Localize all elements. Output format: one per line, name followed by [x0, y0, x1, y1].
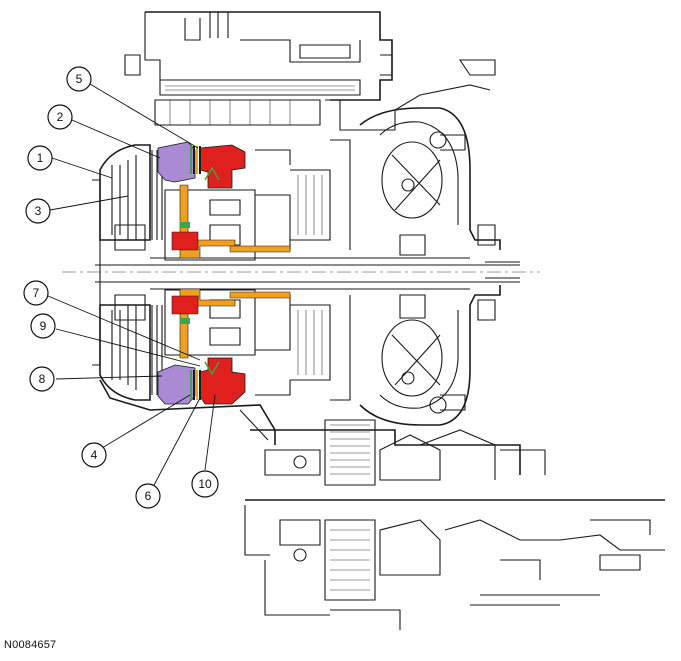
callout-3: 3: [25, 198, 51, 224]
leader-2: [71, 119, 161, 159]
orange-shaft-band: [229, 245, 291, 253]
callout-5: 5: [66, 66, 92, 92]
leader-9: [55, 328, 201, 367]
upper-housing: [124, 11, 496, 131]
callout-6: 6: [135, 483, 161, 509]
callout-5-label: 5: [76, 72, 83, 86]
orange-shaft-band-lower: [229, 291, 291, 299]
callout-10-label: 10: [198, 477, 212, 491]
upper-clutch-plates: [190, 146, 201, 174]
leader-8: [55, 375, 163, 380]
upper-clutch-hub: [199, 144, 246, 189]
callout-9: 9: [30, 313, 56, 339]
upper-clutch-piston: [157, 141, 196, 183]
lower-clutch-plates: [190, 370, 201, 400]
callout-6-label: 6: [145, 489, 152, 503]
colored-clutch-components: [157, 141, 291, 405]
callout-8: 8: [29, 366, 55, 392]
callout-4-label: 4: [91, 448, 98, 462]
main-shaft: [62, 257, 540, 290]
green-seal-1: [180, 222, 190, 228]
green-spring: [204, 166, 220, 181]
lower-housing: [99, 379, 665, 630]
figure-id: N0084657: [4, 639, 57, 651]
leader-1: [51, 157, 113, 179]
callout-7-label: 7: [33, 286, 40, 300]
callout-4: 4: [81, 442, 107, 468]
green-seal-2: [180, 318, 190, 324]
callout-2: 2: [47, 104, 73, 130]
callout-1: 1: [27, 145, 53, 171]
leader-5: [89, 83, 199, 149]
green-spring-lower: [204, 361, 220, 376]
clutch-housing: [92, 139, 351, 401]
leader-6: [152, 397, 201, 488]
lower-clutch-piston: [157, 364, 196, 405]
callout-9-label: 9: [40, 319, 47, 333]
lower-clutch-hub: [199, 357, 246, 405]
torque-converter: [359, 107, 520, 426]
leader-7: [47, 295, 201, 361]
callout-2-label: 2: [57, 110, 64, 124]
leader-10: [204, 394, 216, 471]
lower-red-gear: [171, 295, 199, 315]
callout-8-label: 8: [39, 372, 46, 386]
leader-3: [49, 195, 129, 211]
callout-10: 10: [191, 470, 219, 498]
callout-leaders: [47, 83, 216, 488]
callout-3-label: 3: [35, 204, 42, 218]
callout-7: 7: [23, 280, 49, 306]
upper-red-gear: [171, 231, 199, 251]
callout-1-label: 1: [37, 151, 44, 165]
leader-4: [101, 394, 191, 449]
